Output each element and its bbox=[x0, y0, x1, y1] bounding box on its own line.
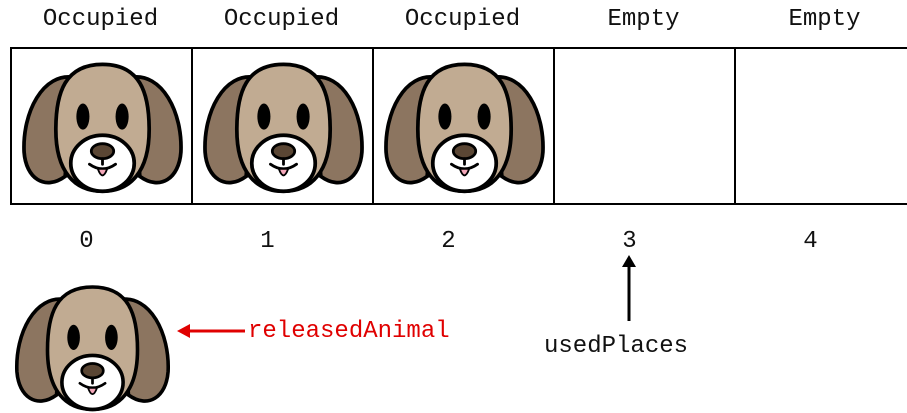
slot-index-0: 0 bbox=[79, 228, 94, 255]
slot-index-2: 2 bbox=[441, 228, 456, 255]
dog-face-icon bbox=[384, 62, 545, 194]
used-places-arrow bbox=[622, 255, 636, 321]
slot-index-3: 3 bbox=[622, 228, 637, 255]
dog-face-icon bbox=[22, 62, 183, 194]
slot-index-1: 1 bbox=[260, 228, 275, 255]
slot-status-0: Occupied bbox=[42, 6, 159, 33]
slot-status-2: Occupied bbox=[404, 6, 521, 33]
released-animal-label: releasedAnimal bbox=[248, 318, 450, 345]
slot-index-4: 4 bbox=[803, 228, 818, 255]
released-animal-arrow bbox=[177, 324, 245, 338]
used-places-label: usedPlaces bbox=[544, 333, 689, 360]
dog-face-icon bbox=[203, 62, 364, 194]
released-dog-face-icon bbox=[15, 285, 170, 412]
slot-status-1: Occupied bbox=[223, 6, 340, 33]
slot-status-3: Empty bbox=[607, 6, 680, 33]
array-slot-4 bbox=[734, 47, 907, 205]
slot-status-4: Empty bbox=[788, 6, 861, 33]
array-slot-3 bbox=[553, 47, 736, 205]
